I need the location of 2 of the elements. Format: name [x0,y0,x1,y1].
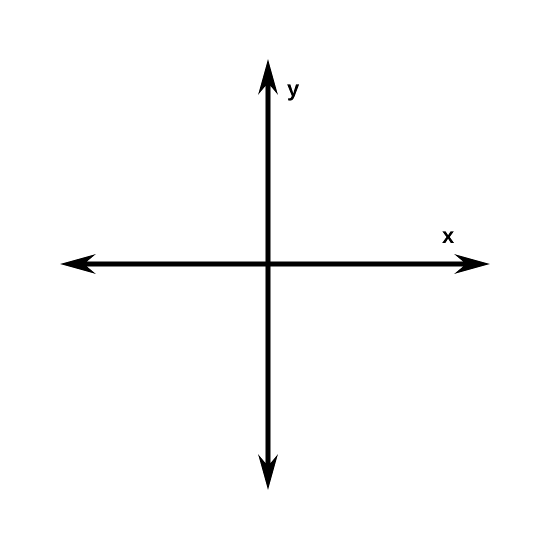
axis-label: y [287,78,300,100]
axis-label: x [442,225,454,247]
